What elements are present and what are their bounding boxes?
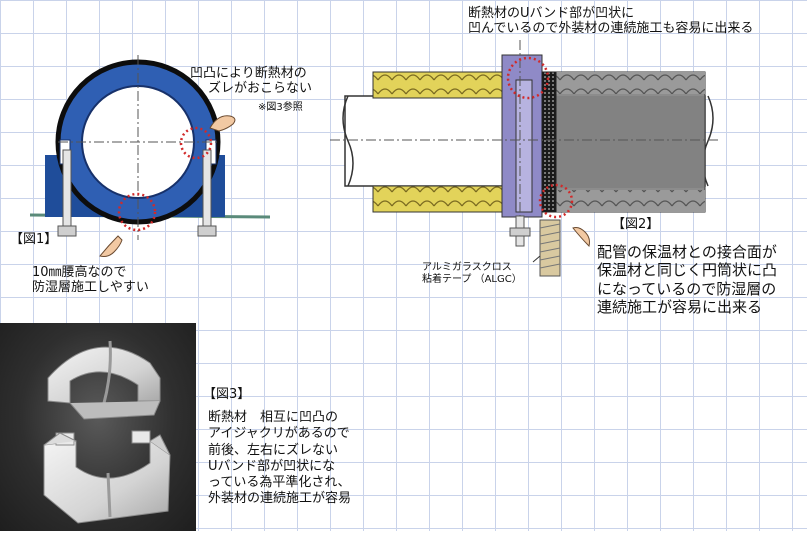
fig2-tape-label: アルミガラスクロス 粘着テープ （ALGC）: [422, 262, 522, 285]
callout-circle-band: [506, 56, 550, 100]
pipe-break-left: [342, 95, 354, 187]
insulation-blocks-image: [43, 340, 171, 524]
leader-line: [532, 255, 541, 263]
hand-pointer-icon: [572, 227, 590, 247]
callout-circle-joint: [538, 183, 574, 219]
fig1-ref-note: ※図3参照: [258, 102, 303, 113]
fig1-callout-top: 凹凸により断熱材の ズレがおこらない: [190, 66, 313, 97]
algc-tape-band: [541, 71, 557, 213]
bolt-nut: [509, 227, 531, 237]
callout-circle-bottom: [117, 192, 157, 232]
bolt-right: [202, 149, 212, 231]
hand-pointer-icon: [99, 235, 123, 257]
fig1-label: 【図1】: [10, 232, 58, 247]
grey-insulation-top: [555, 72, 705, 94]
yellow-insulation-bottom: [372, 185, 504, 213]
callout-circle-top: [179, 126, 213, 160]
fig2-label: 【図2】: [612, 217, 660, 232]
fig2-callout-right: 配管の保温材との接合面が 保温材と同じく円筒状に凸 になっているので防湿層の 連…: [597, 243, 778, 316]
grey-insulation-bottom: [555, 190, 705, 212]
fig1-callout-bottom: 10㎜腰高なので 防湿層施工しやすい: [32, 265, 149, 296]
bolt-left: [62, 149, 72, 231]
nut-right: [197, 225, 217, 237]
fig1-drawing: [29, 55, 271, 257]
fig3-description: 断熱材 相互に凹凸の アイジャクリがあるので 前後、左右にズレない Uバンド部が…: [208, 410, 352, 507]
yellow-insulation-top: [372, 71, 504, 99]
hand-pointer-icon: [209, 115, 236, 132]
fig2-callout-top: 断熱材のUバンド部が凹状に 凹んでいるので外装材の連続施工も容易に出来る: [468, 6, 754, 37]
nut-left: [57, 225, 77, 237]
fig2-drawing: [330, 40, 720, 277]
fig3-label: 【図3】: [203, 387, 251, 402]
fig3-photo: [0, 323, 196, 531]
